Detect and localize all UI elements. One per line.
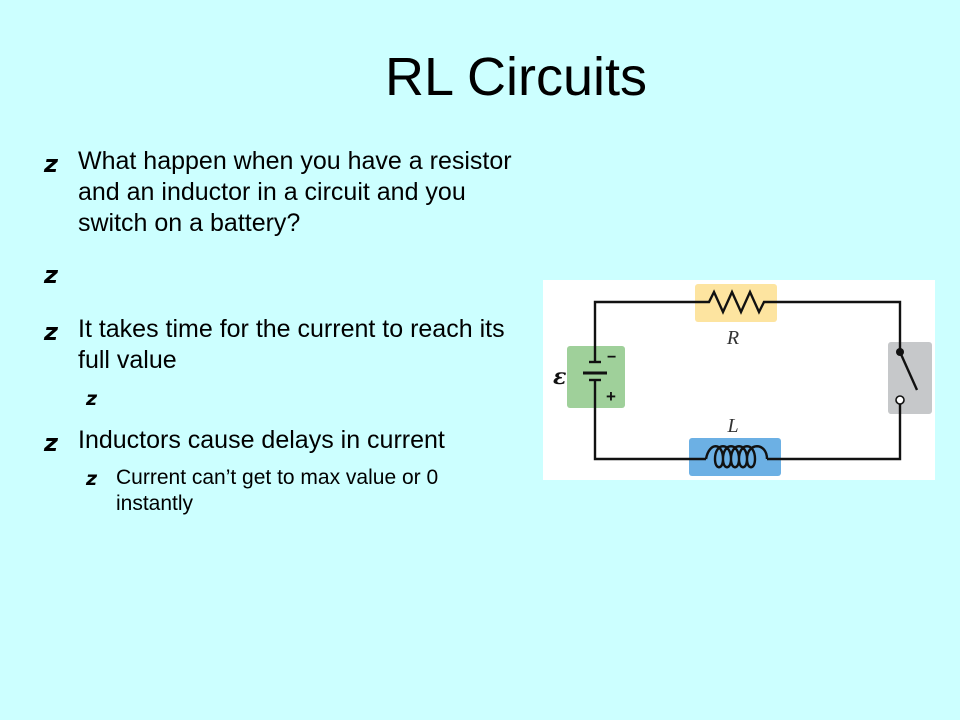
inductor-icon: [704, 445, 769, 469]
resistor-icon: [701, 289, 771, 315]
rl-circuit-diagram: R L ε − +: [543, 280, 935, 480]
bullet-text: It takes time for the current to reach i…: [78, 315, 505, 374]
bullet-marker-icon: z: [44, 261, 58, 289]
switch-box: [888, 342, 932, 414]
sub-bullet-marker-icon: z: [86, 468, 98, 490]
circuit-svg: R L ε − +: [553, 284, 932, 476]
battery-icon: [583, 360, 607, 392]
slide-title: RL Circuits: [384, 47, 648, 107]
resistor-label: R: [726, 327, 739, 349]
inductor-label: L: [726, 415, 738, 437]
circuit-wires: [593, 300, 902, 461]
battery-minus-label: −: [607, 349, 616, 366]
bullet-item: z Inductors cause delays in current: [44, 425, 514, 457]
bullet-text: Inductors cause delays in current: [78, 426, 445, 454]
bullet-item: z What happen when you have a resistor a…: [44, 146, 514, 239]
bullet-marker-icon: z: [44, 150, 58, 178]
sub-bullet-marker-icon: z: [86, 388, 98, 410]
switch-icon: [895, 348, 919, 405]
bullet-marker-icon: z: [44, 429, 58, 457]
battery-box: [567, 346, 625, 408]
bullet-item: z It takes time for the current to reach…: [44, 314, 514, 376]
sub-bullet-item: z: [86, 385, 514, 411]
battery-plus-label: +: [606, 387, 616, 406]
sub-bullet-text: Current can’t get to max value or 0 inst…: [116, 466, 439, 515]
bullet-marker-icon: z: [44, 318, 58, 346]
emf-label: ε: [553, 364, 566, 390]
sub-bullet-item: z Current can’t get to max value or 0 in…: [86, 465, 514, 517]
bullet-list: z What happen when you have a resistor a…: [44, 146, 514, 517]
bullet-text: What happen when you have a resistor and…: [78, 147, 512, 237]
bullet-item: z: [44, 257, 514, 289]
